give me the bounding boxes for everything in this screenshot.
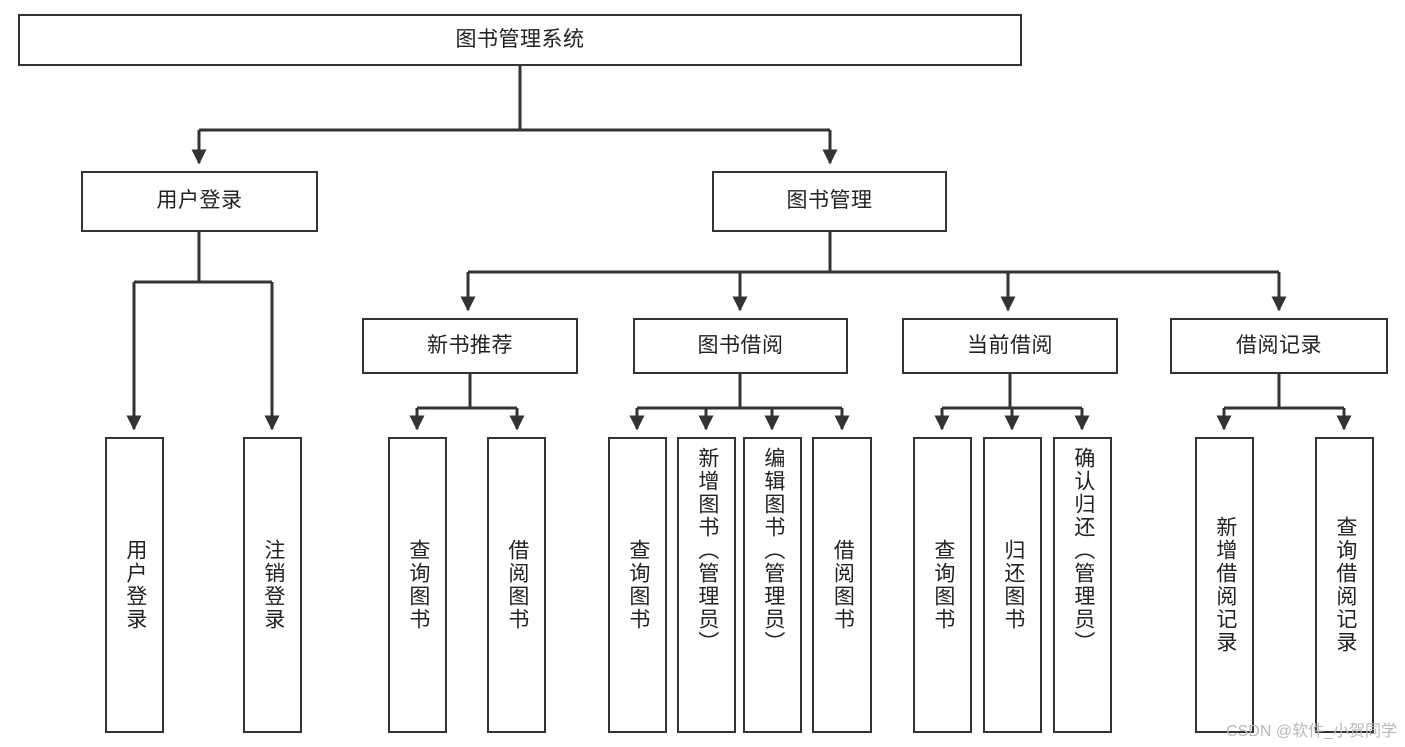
node-book-manage-label: 图书管理 (786, 189, 873, 213)
leaf-borrow-book-rec[interactable]: 借阅图书 (487, 437, 546, 733)
leaf-logout-label: 注销登录 (261, 539, 285, 631)
leaf-query-record-label: 查询借阅记录 (1333, 516, 1357, 654)
leaf-return-book[interactable]: 归还图书 (983, 437, 1042, 733)
leaf-query-record[interactable]: 查询借阅记录 (1315, 437, 1374, 733)
leaf-user-login-label: 用户登录 (123, 539, 147, 631)
leaf-user-login[interactable]: 用户登录 (105, 437, 164, 733)
node-new-book-rec[interactable]: 新书推荐 (362, 318, 578, 374)
leaf-add-record[interactable]: 新增借阅记录 (1195, 437, 1254, 733)
leaf-return-book-label: 归还图书 (1001, 539, 1025, 631)
node-new-book-rec-label: 新书推荐 (427, 333, 513, 357)
leaf-logout[interactable]: 注销登录 (243, 437, 302, 733)
leaf-confirm-return-label: 确认归还（管理员） (1071, 447, 1095, 654)
leaf-borrow-book[interactable]: 借阅图书 (812, 437, 872, 733)
node-current-borrow[interactable]: 当前借阅 (902, 318, 1118, 374)
leaf-borrow-book-label: 借阅图书 (831, 539, 855, 631)
node-user-login-label: 用户登录 (156, 189, 243, 213)
leaf-edit-book[interactable]: 编辑图书（管理员） (743, 437, 802, 733)
leaf-query-book-cur[interactable]: 查询图书 (913, 437, 972, 733)
leaf-edit-book-label: 编辑图书（管理员） (761, 447, 785, 654)
node-root-label: 图书管理系统 (455, 27, 585, 51)
node-current-borrow-label: 当前借阅 (967, 333, 1053, 357)
leaf-query-book[interactable]: 查询图书 (608, 437, 667, 733)
node-book-borrow-label: 图书借阅 (697, 333, 784, 357)
csdn-watermark: CSDN @软件_小贺同学 (1226, 723, 1397, 740)
leaf-query-book-rec-label: 查询图书 (406, 539, 430, 631)
node-user-login[interactable]: 用户登录 (81, 171, 318, 232)
node-borrow-record[interactable]: 借阅记录 (1170, 318, 1388, 374)
leaf-query-book-cur-label: 查询图书 (931, 539, 955, 631)
node-book-manage[interactable]: 图书管理 (712, 171, 947, 232)
leaf-add-book-label: 新增图书（管理员） (695, 447, 719, 654)
leaf-add-book[interactable]: 新增图书（管理员） (677, 437, 736, 733)
leaf-borrow-book-rec-label: 借阅图书 (505, 539, 529, 631)
leaf-query-book-label: 查询图书 (626, 539, 650, 631)
leaf-confirm-return[interactable]: 确认归还（管理员） (1053, 437, 1112, 733)
node-root[interactable]: 图书管理系统 (18, 14, 1022, 66)
node-book-borrow[interactable]: 图书借阅 (633, 318, 848, 374)
leaf-query-book-rec[interactable]: 查询图书 (388, 437, 447, 733)
leaf-add-record-label: 新增借阅记录 (1213, 516, 1237, 654)
node-borrow-record-label: 借阅记录 (1236, 333, 1322, 357)
